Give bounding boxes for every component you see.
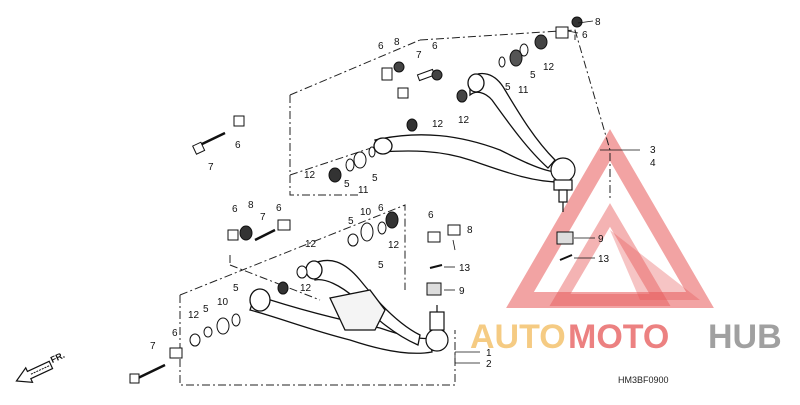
callout-13: 13 (598, 254, 610, 265)
upper-ball-joint (550, 157, 576, 212)
callout-13: 13 (459, 263, 471, 274)
callout-9: 9 (459, 286, 465, 297)
callout-6: 6 (378, 203, 384, 214)
callout-7: 7 (208, 162, 214, 173)
callout-5: 5 (378, 260, 384, 271)
callout-9: 9 (598, 234, 604, 245)
callout-4: 4 (650, 158, 656, 169)
callout-10: 10 (360, 207, 372, 218)
flange-bolt-part (555, 26, 569, 39)
callout-12: 12 (543, 62, 555, 73)
front-arrow-icon (15, 360, 54, 384)
callout-12: 12 (300, 283, 312, 294)
lower-ball-joint (425, 305, 449, 352)
callout-5: 5 (505, 82, 511, 93)
callout-7: 7 (150, 341, 156, 352)
callout-5: 5 (372, 173, 378, 184)
upper-a-arm (373, 72, 562, 183)
diagram-code: HM3BF0900 (618, 375, 669, 385)
front-direction-marker: FR. (15, 350, 66, 384)
callout-12: 12 (305, 239, 317, 250)
callout-5: 5 (530, 70, 536, 81)
watermark: AUTO MOTO HUB (470, 129, 782, 356)
watermark-text-moto: MOTO (568, 318, 669, 356)
callout-12: 12 (388, 240, 400, 251)
callout-7: 7 (416, 50, 422, 61)
lower-a-arm (249, 259, 433, 354)
callout-6: 6 (232, 204, 238, 215)
callout-3: 3 (650, 145, 656, 156)
callout-5: 5 (233, 283, 239, 294)
callout-12: 12 (304, 170, 316, 181)
callout-6: 6 (276, 203, 282, 214)
callout-8: 8 (394, 37, 400, 48)
callout-2: 2 (486, 359, 492, 370)
callout-5: 5 (348, 216, 354, 227)
watermark-text-hub: HUB (708, 318, 782, 356)
leader-lines (444, 20, 640, 364)
watermark-logo-triangle (506, 129, 714, 308)
callout-11: 11 (518, 85, 529, 96)
callout-6: 6 (378, 41, 384, 52)
callout-8: 8 (248, 200, 254, 211)
callout-1: 1 (486, 348, 492, 359)
callout-8: 8 (467, 225, 473, 236)
callout-12: 12 (188, 310, 200, 321)
lower-arm-frame (179, 204, 456, 386)
hardware-parts (129, 16, 583, 384)
watermark-text-auto: AUTO (470, 318, 566, 356)
callout-5: 5 (203, 304, 209, 315)
callout-6: 6 (432, 41, 438, 52)
front-label: FR. (49, 350, 66, 365)
callout-5: 5 (344, 179, 350, 190)
callout-6: 6 (428, 210, 434, 221)
callout-11: 11 (358, 185, 369, 196)
callout-6: 6 (582, 30, 588, 41)
callout-labels: 8 6 6 8 7 6 12 5 11 5 12 12 6 7 12 5 11 … (150, 17, 656, 370)
callout-6: 6 (172, 328, 178, 339)
callout-6: 6 (235, 140, 241, 151)
callout-12: 12 (458, 115, 470, 126)
callout-10: 10 (217, 297, 229, 308)
callout-12: 12 (432, 119, 444, 130)
callout-8: 8 (595, 17, 601, 28)
callout-7: 7 (260, 212, 266, 223)
